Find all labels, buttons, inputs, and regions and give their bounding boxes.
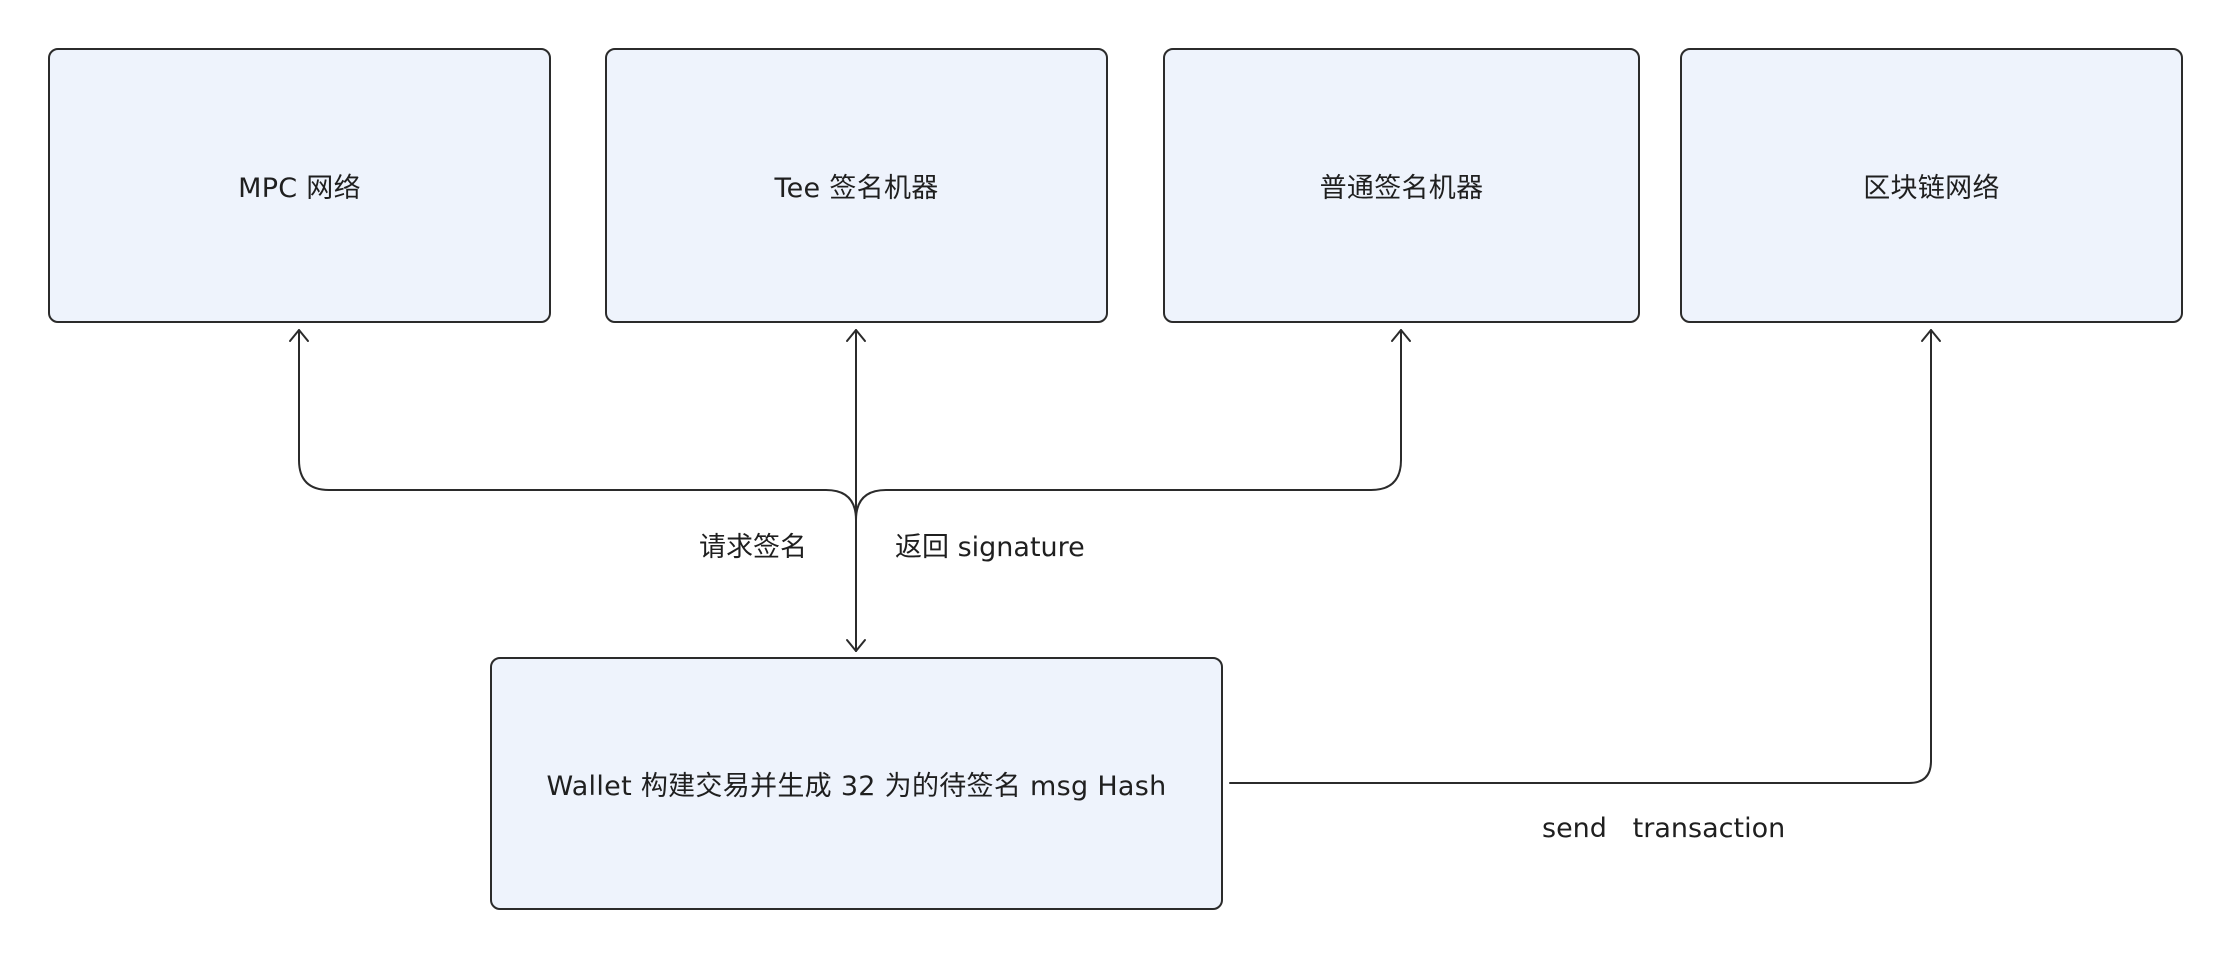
- edge-wallet-to-mpc: [298, 329, 857, 652]
- arrowhead-wallet-down: [846, 639, 866, 652]
- arrowhead-normal-signer: [1391, 329, 1411, 342]
- arrowhead-mpc: [289, 329, 309, 342]
- tee-signer-node: Tee 签名机器: [605, 48, 1108, 323]
- normal-signer-label: 普通签名机器: [1319, 173, 1484, 204]
- request-signature-label: 请求签名: [699, 532, 807, 563]
- edge-wallet-to-normal-signer: [855, 329, 1402, 521]
- edge-wallet-to-blockchain: [1229, 329, 1932, 784]
- blockchain-network-node: 区块链网络: [1680, 48, 2183, 323]
- normal-signer-node: 普通签名机器: [1163, 48, 1640, 323]
- blockchain-network-label: 区块链网络: [1863, 173, 2000, 204]
- mpc-network-node: MPC 网络: [48, 48, 551, 323]
- send-transaction-label: send transaction: [1542, 813, 1786, 844]
- wallet-node: Wallet 构建交易并生成 32 为的待签名 msg Hash: [490, 657, 1223, 910]
- mpc-network-label: MPC 网络: [238, 173, 361, 204]
- arrowhead-blockchain: [1921, 329, 1941, 342]
- arrowhead-tee-up: [846, 329, 866, 342]
- return-signature-label: 返回 signature: [895, 532, 1085, 563]
- tee-signer-label: Tee 签名机器: [774, 173, 939, 204]
- wallet-label: Wallet 构建交易并生成 32 为的待签名 msg Hash: [546, 771, 1167, 802]
